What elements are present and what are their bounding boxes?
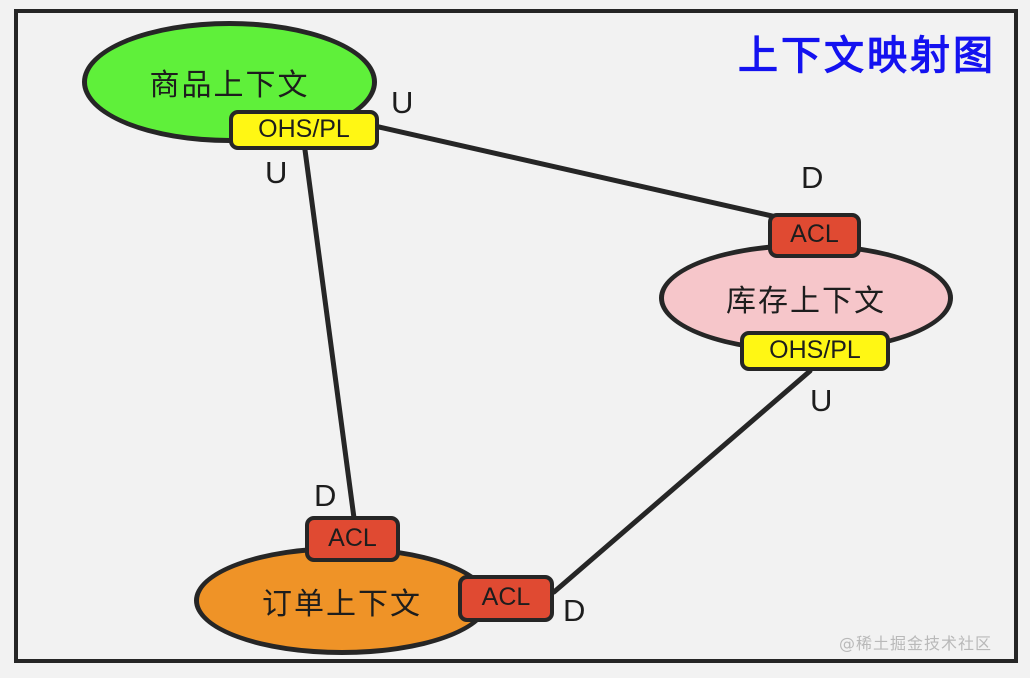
tag-product-ohs-pl-label: OHS/PL [258,114,350,143]
role-label-d-order-acl-right: D [563,593,586,628]
tag-order-acl-top-label: ACL [328,523,377,552]
role-label-u-inventory-ohs: U [810,383,833,418]
tag-product-ohs-pl[interactable]: OHS/PL [229,110,379,150]
tag-order-acl-right[interactable]: ACL [458,575,554,622]
tag-order-acl-right-label: ACL [481,583,531,611]
page-title: 上下文映射图 [738,33,996,79]
tag-inventory-ohs-pl-label: OHS/PL [769,335,861,364]
context-inventory-label: 库存上下文 [726,284,886,319]
watermark: @稀土掘金技术社区 [838,634,992,653]
role-label-d-inventory-acl: D [801,160,824,195]
tag-order-acl-top[interactable]: ACL [305,516,400,562]
context-order-label: 订单上下文 [262,586,422,622]
role-label-d-order-acl-top: D [314,478,337,513]
tag-inventory-ohs-pl[interactable]: OHS/PL [740,331,890,371]
role-label-u-product-right: U [391,85,414,120]
context-product-label: 商品上下文 [149,68,310,103]
tag-inventory-acl[interactable]: ACL [768,213,861,258]
role-label-u-product-bottom: U [265,155,288,190]
context-order[interactable]: 订单上下文 [194,546,490,655]
tag-inventory-acl-label: ACL [790,220,839,248]
